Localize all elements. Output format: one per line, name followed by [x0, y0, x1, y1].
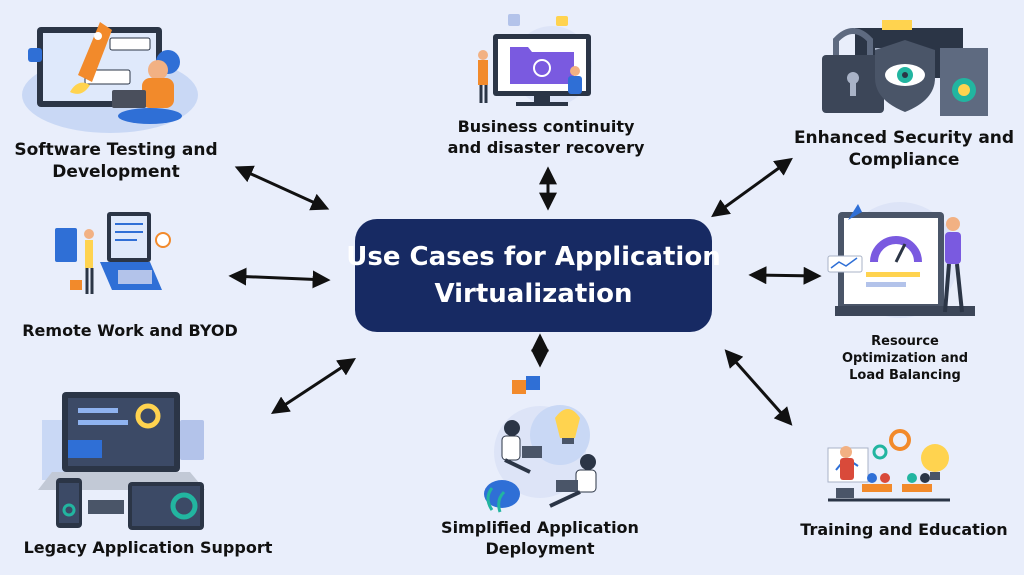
laptop-devices-icon	[38, 392, 205, 530]
arrow-remote-work	[228, 267, 331, 289]
arrow-resource-optimization	[748, 266, 822, 285]
label-remote-work: Remote Work and BYOD	[22, 321, 238, 340]
center-title-line2: Virtualization	[434, 278, 633, 309]
security-shield-icon	[822, 20, 988, 116]
label-security: Enhanced Security and Compliance	[793, 128, 1015, 171]
label-business-continuity: Business continuity and disaster recover…	[447, 117, 645, 157]
rocket-laptop-icon	[22, 22, 198, 133]
remote-desk-icon	[55, 212, 171, 294]
label-resource-optimization: Resource Optimization and Load Balancing	[841, 334, 969, 383]
arrow-software-testing	[234, 165, 330, 211]
folder-monitor-icon	[478, 14, 592, 106]
classroom-icon	[827, 429, 950, 502]
arrow-legacy	[270, 358, 357, 414]
dashboard-gauge-icon	[827, 202, 975, 318]
arrow-training	[724, 349, 793, 426]
label-training: Training and Education	[800, 520, 1008, 539]
label-legacy: Legacy Application Support	[23, 538, 273, 557]
puzzle-people-icon	[484, 376, 597, 513]
center-title-box: Use Cases for Application Virtualization	[346, 219, 721, 332]
label-software-testing: Software Testing and Development	[14, 140, 218, 183]
arrow-security	[711, 157, 793, 218]
label-simplified-deployment: Simplified Application Deployment	[441, 518, 639, 558]
center-title-line1: Use Cases for Application	[346, 242, 721, 273]
connector-arrows	[228, 157, 822, 426]
